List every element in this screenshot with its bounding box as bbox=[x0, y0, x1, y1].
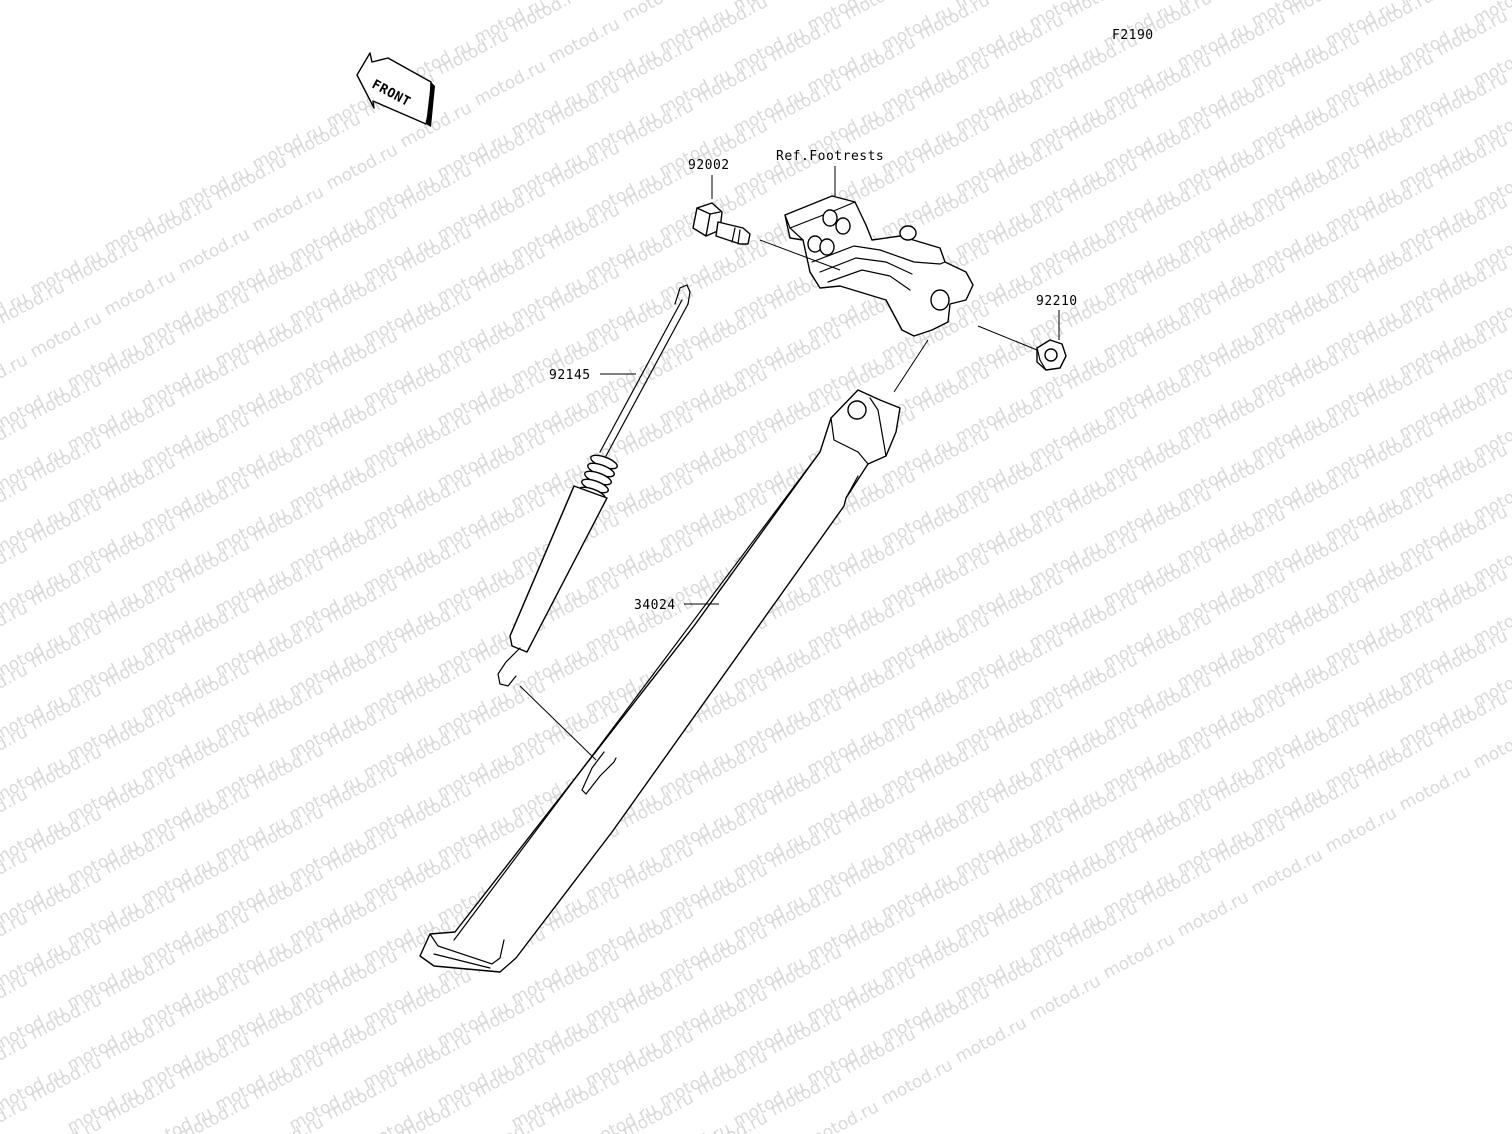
assembly-line-spring bbox=[519, 685, 597, 761]
callout-ref-footrests[interactable]: Ref.Footrests bbox=[776, 149, 884, 164]
callout-92210[interactable]: 92210 bbox=[1036, 294, 1078, 309]
spring-92145[interactable] bbox=[497, 284, 691, 687]
callout-92145[interactable]: 92145 bbox=[549, 368, 591, 383]
nut-92210[interactable] bbox=[1036, 339, 1067, 371]
callout-34024[interactable]: 34024 bbox=[634, 598, 676, 613]
assembly-line-bolt bbox=[759, 239, 841, 271]
bolt-92002[interactable] bbox=[692, 202, 751, 245]
callout-92002[interactable]: 92002 bbox=[688, 158, 730, 173]
diagram-code: F2190 bbox=[1112, 28, 1154, 43]
front-arrow-icon: FRONT bbox=[356, 52, 435, 127]
assembly-line-stand bbox=[893, 339, 929, 393]
assembly-line-nut bbox=[977, 325, 1038, 351]
side-stand-34024[interactable] bbox=[419, 389, 901, 973]
footrest-bracket[interactable] bbox=[784, 195, 974, 337]
